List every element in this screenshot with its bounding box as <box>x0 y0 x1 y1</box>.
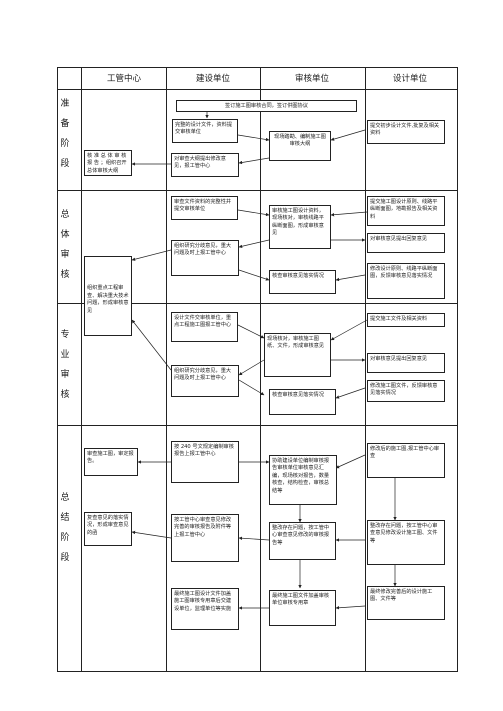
stage-divider-3 <box>57 425 458 426</box>
arrow-overall-design <box>330 211 368 217</box>
box-prep-submit-docs: 提交初步设计文件,批复及相关资料 <box>367 120 445 144</box>
header-review: 审核单位 <box>294 74 329 84</box>
flowchart-frame <box>57 67 458 672</box>
box-overall-check: 核查审核意见落实情况 <box>269 270 336 294</box>
stage-divider-2 <box>57 303 458 304</box>
box-pm-major: 组织重点工程审查、解决重大技术问题，形成审核意见 <box>84 256 132 336</box>
arrow-rectify-to-opinion <box>238 536 270 541</box>
arrow-overall-submit <box>237 209 270 217</box>
arrow-design-to-survey <box>330 129 366 141</box>
arrow-pro-org-to-check <box>238 379 265 396</box>
box-sum-final-stamp: 最终施工图文件加盖审核单位审核专用章 <box>269 590 336 626</box>
box-pro-reply: 对审核意见提出回复意见 <box>367 353 445 373</box>
col-divider-2 <box>166 67 167 672</box>
box-overall-modify: 修改设计原则、线路平纵断面图，反馈审核意见落实情况 <box>367 263 445 299</box>
stage-summary: 总结阶段 <box>60 493 71 563</box>
arrow-pro-review-to-org <box>238 359 265 376</box>
box-pro-design-submit: 提交施工文件及相关资料 <box>367 313 445 327</box>
header-pm-center: 工管中心 <box>106 74 141 84</box>
box-prep-pm-review: 对审查大纲提出修改意见，报工管中心 <box>171 153 239 177</box>
box-prep-site-survey: 现场踏勘、编制施工图审核大纲 <box>269 131 331 161</box>
arrow-pro-org-to-pm <box>131 319 172 371</box>
box-sum-final-sign: 最终施工图设计文件加盖施工图审核专用章后交建设单位，监理单位等实施 <box>171 588 239 630</box>
header-divider <box>57 89 458 90</box>
box-sum-pm-opinion: 按工管中心审查意见修改完善的审核报告及附件等上报工管中心 <box>171 514 239 562</box>
box-overall-submit: 审查文件资料的完整性并提交审核单位 <box>171 196 238 220</box>
arrow-review-to-org <box>238 239 270 248</box>
header-design: 设计单位 <box>392 74 427 84</box>
stage-prepare: 准备阶段 <box>60 99 71 169</box>
arrow-pro-design <box>330 319 368 341</box>
box-sum-design-rectify: 整改存在问题，按工管中心审查意见修改设计施工图、文件等 <box>367 520 445 565</box>
arrow-opinion-to-assess <box>131 530 172 539</box>
box-sum-assess: 复查意见的落实情况，形成审查意见的函 <box>84 512 132 546</box>
box-sum-submit-report: 按 240 号文规定编制审核报告上报工管中心 <box>171 441 239 483</box>
box-pro-modify: 修改施工图文件，反馈审核意见落实情况 <box>367 380 445 402</box>
col-divider-4 <box>365 67 366 672</box>
stage-overall: 总体审核 <box>60 210 71 280</box>
arrow-revised-to-coordinate <box>335 454 366 469</box>
box-overall-review: 审核施工图设计资料，现场核对，审核线路平纵断面图，形成审核意见 <box>269 205 331 249</box>
box-sum-revised-docs: 修改后的施工图,报工管中心审查 <box>367 443 445 478</box>
arrow-survey-to-pm-review <box>238 157 270 165</box>
box-sum-coordinate: 协助建设单位编制审核报告审核单位审核意见汇编，现场核对报告，数量核查，结构检查，… <box>269 455 337 505</box>
arrow-final-design-to-stamp <box>335 605 366 610</box>
box-sum-rectify: 整改存在问题，按工管中心审查意见修改的审核报告等 <box>269 522 336 560</box>
box-sum-final-design: 最终修改完善后的设计施工图、文件等 <box>367 586 445 620</box>
box-overall-reply: 对审核意见提出回复意见 <box>367 233 445 253</box>
box-overall-design-submit: 提交施工图设计原则、线路平纵断面图，地勘报告及相关资料 <box>367 196 445 226</box>
box-pro-submit: 设计文件交审核单位，重点工程施工图报工管中心 <box>171 312 238 342</box>
box-contract: 签订施工图审核合同，签订供图协议 <box>176 100 357 112</box>
stage-professional: 专业审核 <box>60 330 71 400</box>
arrow-pro-modify-to-check <box>335 387 366 399</box>
box-pro-org: 组织研究分歧意见，重大问题及时上报工管中心 <box>171 365 239 397</box>
box-pro-review: 现场核对，审核施工图纸、文件，形成审核意见 <box>264 333 331 377</box>
box-prep-design-docs: 完整的设计文件，资料提交审核单位 <box>172 119 238 143</box>
arrow-docs-to-survey <box>237 134 270 142</box>
box-prep-approve: 核 准 总 体 审 核 报 告 ；组织召开总体审核大纲 <box>84 150 132 176</box>
header-construction: 建设单位 <box>195 74 230 84</box>
arrow-org-to-check <box>238 269 270 281</box>
arrow-pro-submit <box>237 324 265 339</box>
col-divider-3 <box>260 67 261 672</box>
box-overall-org: 组织研究分歧意见，重大问题及时上报工管中心 <box>171 240 239 276</box>
box-sum-review-report: 审查施工图，审定报告。 <box>84 448 138 476</box>
col-divider-1 <box>81 67 82 672</box>
arrow-modify-to-check <box>335 274 366 282</box>
arrow-org-to-pm <box>131 249 172 261</box>
stage-divider-1 <box>57 190 458 191</box>
box-pro-check: 核查审核意见落实情况 <box>269 389 336 415</box>
